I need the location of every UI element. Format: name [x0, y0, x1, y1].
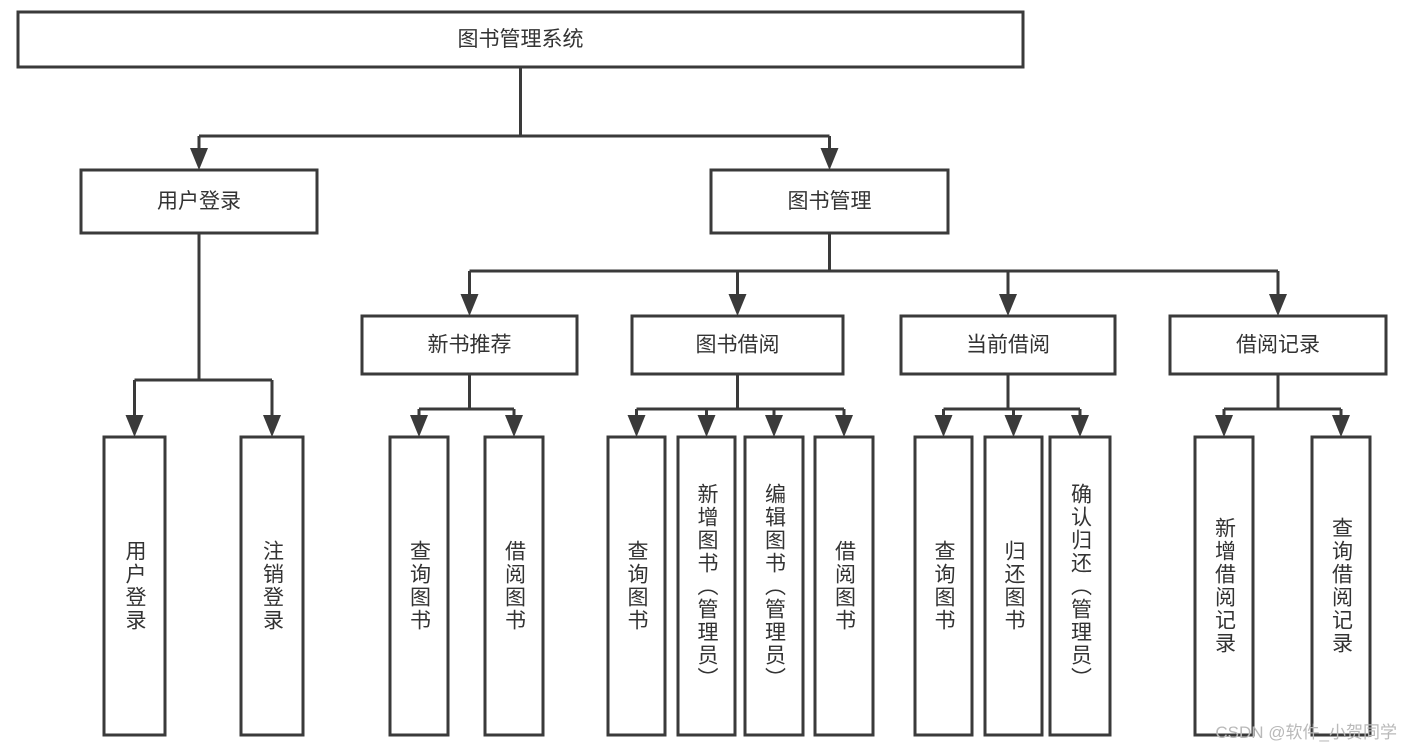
leaf-leaf-query-record[interactable] — [1310, 435, 1372, 737]
root-node-book-management-system[interactable] — [16, 10, 1025, 69]
node-new-book-rec[interactable] — [360, 314, 579, 376]
arrow-head-icon — [505, 415, 523, 437]
arrow-head-icon — [697, 415, 716, 437]
arrow-head-icon — [999, 294, 1017, 316]
arrow-head-icon — [263, 415, 281, 437]
arrow-head-icon — [934, 415, 953, 437]
leaf-leaf-query-book-3[interactable] — [913, 435, 974, 737]
watermark-text: CSDN @软件_小贺同学 — [1215, 723, 1397, 742]
leaf-leaf-logout[interactable] — [239, 435, 305, 737]
arrow-head-icon — [1004, 415, 1023, 437]
arrow-head-icon — [627, 415, 646, 437]
node-borrow-record-label: 借阅记录 — [1236, 334, 1320, 357]
arrow-head-icon — [820, 148, 839, 170]
node-book-borrow-label: 图书借阅 — [696, 334, 780, 357]
leaf-leaf-user-login[interactable] — [102, 435, 167, 737]
leaf-leaf-query-book-1[interactable] — [388, 435, 450, 737]
leaf-leaf-edit-book[interactable] — [743, 435, 805, 737]
arrow-head-icon — [1332, 415, 1350, 437]
leaf-leaf-query-book-2[interactable] — [606, 435, 667, 737]
node-book-borrow[interactable] — [630, 314, 845, 376]
node-book-manage-label: 图书管理 — [788, 190, 872, 213]
leaf-leaf-add-record[interactable] — [1193, 435, 1255, 737]
node-user-login[interactable] — [79, 168, 319, 235]
node-borrow-record[interactable] — [1168, 314, 1388, 376]
leaf-leaf-confirm-return[interactable] — [1048, 435, 1112, 737]
leaf-leaf-borrow-book-2[interactable] — [813, 435, 875, 737]
arrow-head-icon — [1215, 415, 1233, 437]
arrow-head-icon — [460, 294, 479, 316]
leaf-leaf-return-book[interactable] — [983, 435, 1044, 737]
arrow-head-icon — [190, 148, 208, 170]
arrow-head-icon — [728, 294, 747, 316]
arrow-head-icon — [410, 415, 428, 437]
leaf-leaf-add-book[interactable] — [676, 435, 737, 737]
node-new-book-rec-label: 新书推荐 — [428, 334, 512, 357]
edges-layer — [125, 67, 1350, 437]
node-current-borrow[interactable] — [899, 314, 1117, 376]
arrow-head-icon — [1269, 294, 1287, 316]
node-user-login-label: 用户登录 — [157, 190, 241, 213]
arrow-head-icon — [125, 415, 144, 437]
node-book-manage[interactable] — [709, 168, 950, 235]
arrow-head-icon — [1071, 415, 1089, 437]
arrow-head-icon — [765, 415, 783, 437]
arrow-head-icon — [835, 415, 853, 437]
root-node-book-management-system-label: 图书管理系统 — [458, 28, 584, 51]
leaf-leaf-borrow-book-1[interactable] — [483, 435, 545, 737]
node-current-borrow-label: 当前借阅 — [966, 334, 1050, 357]
